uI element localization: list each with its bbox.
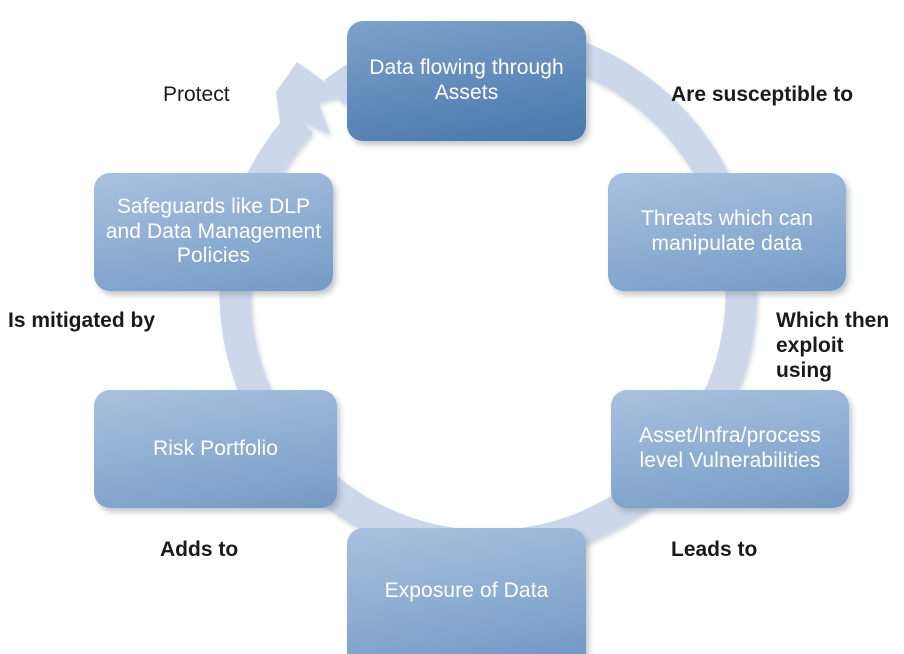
node-label: Risk Portfolio bbox=[152, 436, 279, 460]
node-risk-portfolio[interactable]: Risk Portfolio bbox=[94, 390, 337, 508]
node-safeguards-like-dlp-and-data-management-policies[interactable]: Safeguards like DLP and Data Management … bbox=[94, 173, 333, 291]
node-label: Asset/Infra/process level Vulnerabilitie… bbox=[639, 424, 821, 472]
node-label: Threats which can manipulate data bbox=[640, 207, 814, 255]
node-exposure-of-data[interactable]: Exposure of Data bbox=[347, 528, 586, 654]
node-label: Exposure of Data bbox=[384, 578, 549, 602]
connector-label-is-mitigated-by: Is mitigated by bbox=[8, 309, 156, 332]
connector-label-are-susceptible-to: Are susceptible to bbox=[671, 83, 854, 106]
connector-label-leads-to: Leads to bbox=[671, 538, 758, 561]
connector-label-which-then-exploit-using: Which then exploit using bbox=[776, 309, 890, 383]
connector-label-adds-to: Adds to bbox=[160, 538, 239, 561]
node-asset-infra-process-level-vulnerabilities[interactable]: Asset/Infra/process level Vulnerabilitie… bbox=[611, 390, 849, 508]
ring-arrowhead-icon bbox=[276, 62, 344, 143]
node-data-flowing-through-assets[interactable]: Data flowing through Assets bbox=[347, 21, 586, 141]
node-label: Safeguards like DLP and Data Management … bbox=[105, 194, 322, 268]
node-threats-which-can-manipulate-data[interactable]: Threats which can manipulate data bbox=[608, 173, 846, 291]
connector-label-protect: Protect bbox=[163, 83, 230, 106]
node-label: Data flowing through Assets bbox=[369, 56, 564, 104]
